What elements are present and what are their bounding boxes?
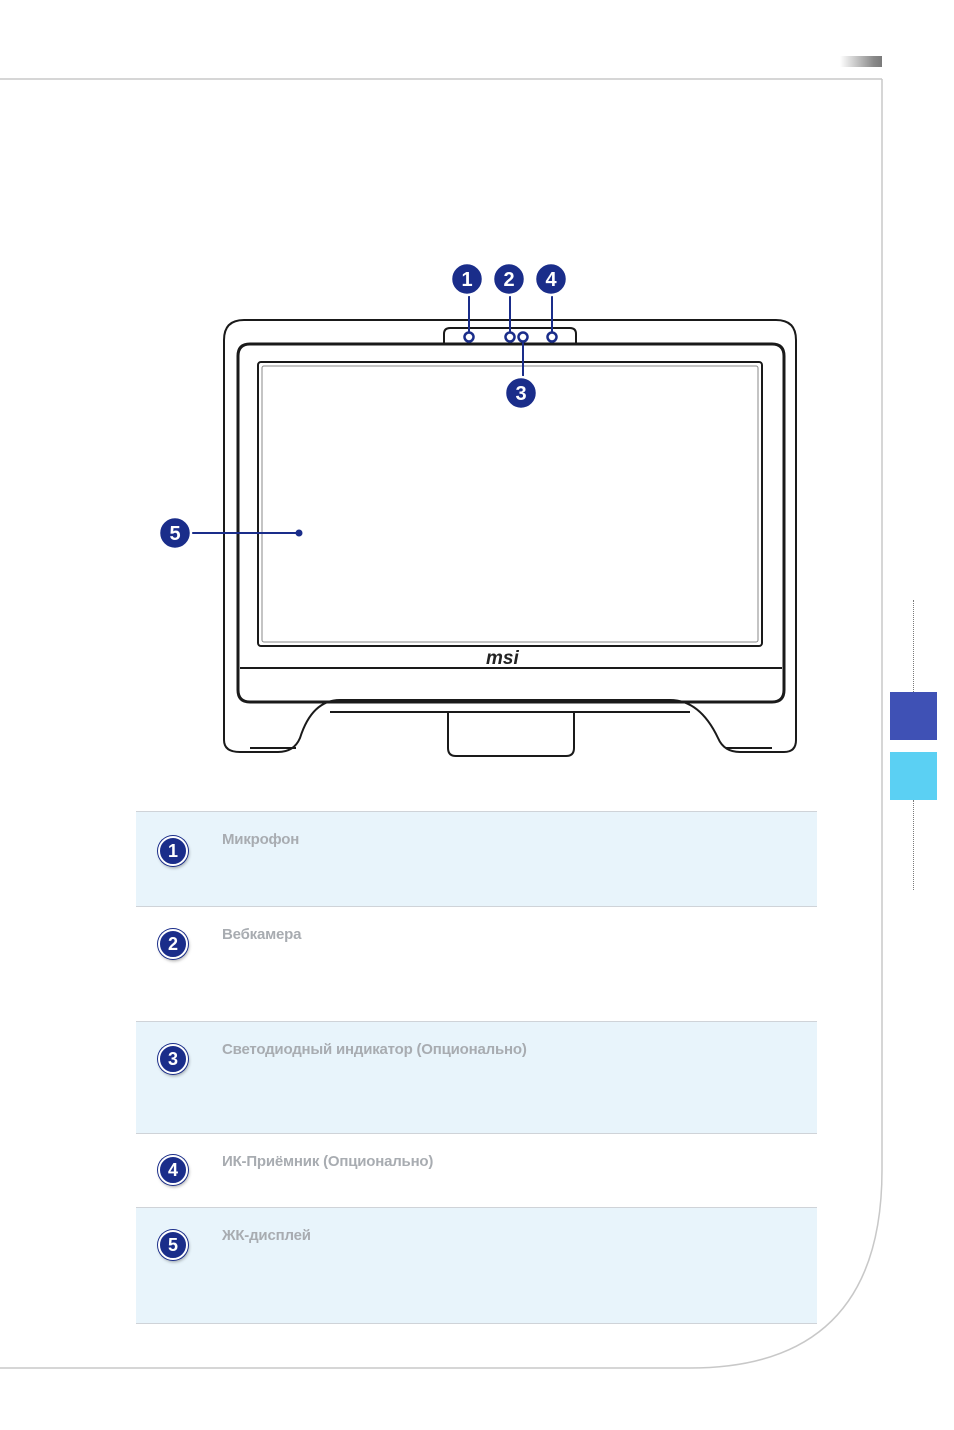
svg-text:2: 2: [503, 269, 514, 291]
callout-badge-4: 4: [535, 263, 567, 295]
svg-text:1: 1: [461, 269, 472, 291]
callout-badge-1: 1: [451, 263, 483, 295]
lcd-point: [296, 530, 303, 537]
component-row-lcd: 5 ЖК-дисплей: [136, 1207, 817, 1324]
side-dotted-line-bottom: [913, 800, 914, 890]
callout-badge-3: 3: [505, 377, 537, 409]
ir-receiver-point: [548, 333, 557, 342]
component-row-ir-receiver: 4 ИК-Приёмник (Опционально): [136, 1133, 817, 1207]
webcam-point: [506, 333, 515, 342]
row-title: Светодиодный индикатор (Опционально): [222, 1041, 527, 1058]
row-title: ЖК-дисплей: [222, 1227, 311, 1244]
component-row-webcam: 2 Вебкамера: [136, 906, 817, 1021]
component-table: 1 Микрофон 2 Вебкамера 3 Светодиодный ин…: [136, 811, 817, 1324]
row-title: ИК-Приёмник (Опционально): [222, 1153, 433, 1170]
monitor-illustration: msi 1 2 3 4 5: [0, 0, 954, 800]
svg-text:4: 4: [545, 269, 557, 291]
svg-text:5: 5: [169, 523, 180, 545]
row-badge: 4: [158, 1155, 188, 1185]
callout-badge-5: 5: [159, 517, 191, 549]
monitor-stand: [448, 712, 574, 756]
row-badge: 1: [158, 836, 188, 866]
component-row-led: 3 Светодиодный индикатор (Опционально): [136, 1021, 817, 1133]
callout-badge-2: 2: [493, 263, 525, 295]
row-badge: 2: [158, 929, 188, 959]
row-badge: 5: [158, 1230, 188, 1260]
component-row-microphone: 1 Микрофон: [136, 811, 817, 906]
led-point: [519, 333, 528, 342]
row-title: Микрофон: [222, 831, 299, 848]
row-title: Вебкамера: [222, 926, 301, 943]
row-badge: 3: [158, 1044, 188, 1074]
msi-logo: msi: [486, 648, 519, 669]
svg-text:3: 3: [515, 383, 526, 405]
microphone-point: [465, 333, 474, 342]
